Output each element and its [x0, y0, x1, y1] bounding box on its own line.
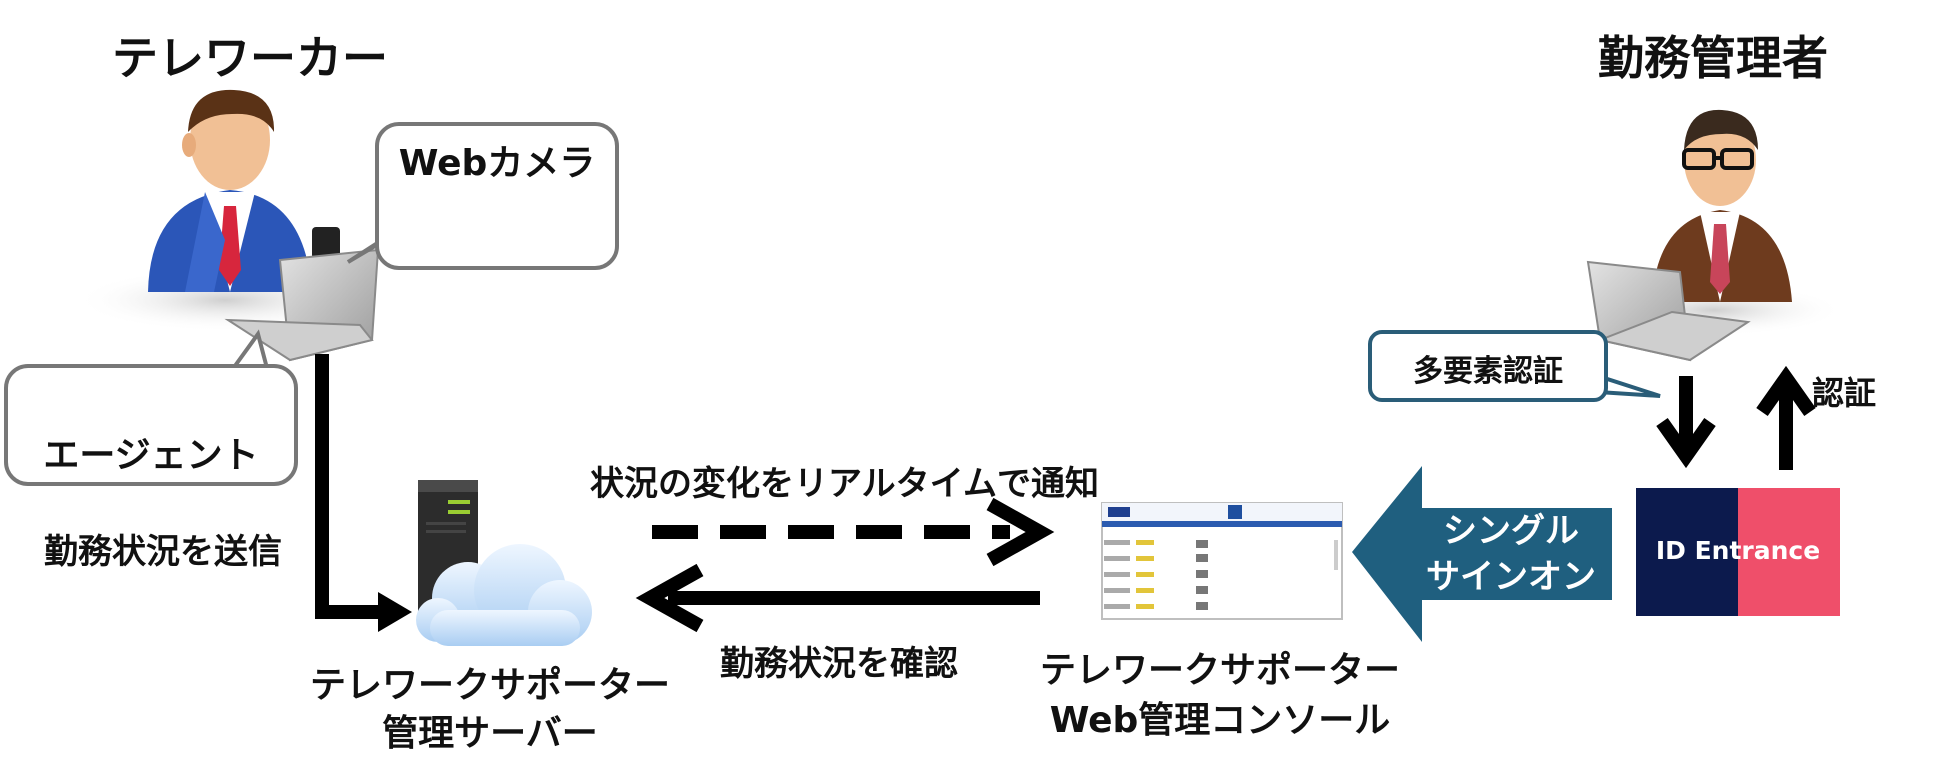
sso-arrow-shape: [1352, 466, 1612, 642]
sso-label-line1: シングル: [1443, 511, 1579, 551]
id-entrance-label: ID Entrance: [1655, 536, 1821, 565]
confirm-label: 勤務状況を確認: [720, 644, 958, 684]
manager-laptop-icon: [1586, 260, 1751, 362]
manager-title: 勤務管理者: [1598, 31, 1828, 85]
server-label-line1: テレワークサポーター: [309, 665, 670, 706]
teleworker-title: テレワーカー: [112, 31, 388, 85]
cloud-icon: [416, 544, 592, 646]
console-label-line1: テレワークサポーター: [1040, 650, 1401, 691]
agent-callout: エージェント: [4, 364, 298, 486]
sso-label: シングル サインオン: [1408, 508, 1614, 600]
sso-label-line2: サインオン: [1426, 557, 1596, 597]
send-status-arrow: [315, 354, 412, 632]
web-console-screenshot: [1101, 502, 1343, 620]
console-label-line2: Web管理コンソール: [1049, 700, 1391, 741]
notify-arrow: [652, 497, 1055, 567]
console-label: テレワークサポーター Web管理コンソール: [1040, 646, 1400, 746]
server-label: テレワークサポーター 管理サーバー: [300, 662, 680, 758]
id-entrance-logo: [1636, 488, 1840, 616]
auth-up-arrow: [1756, 365, 1816, 470]
auth-label: 認証: [1812, 374, 1877, 412]
confirm-arrow: [635, 563, 1040, 633]
send-status-label: 勤務状況を送信: [44, 532, 282, 572]
agent-label: エージェント: [43, 435, 259, 476]
notify-label: 状況の変化をリアルタイムで通知: [590, 464, 1099, 504]
server-label-line2: 管理サーバー: [382, 713, 598, 754]
webcam-label: Webカメラ: [398, 143, 596, 184]
teleworker-laptop-icon: [224, 248, 380, 362]
mfa-callout: 多要素認証: [1368, 330, 1608, 402]
mfa-down-arrow: [1656, 376, 1716, 469]
mfa-label: 多要素認証: [1413, 354, 1563, 389]
webcam-callout: Webカメラ: [375, 122, 619, 270]
server-icon: [418, 480, 478, 622]
